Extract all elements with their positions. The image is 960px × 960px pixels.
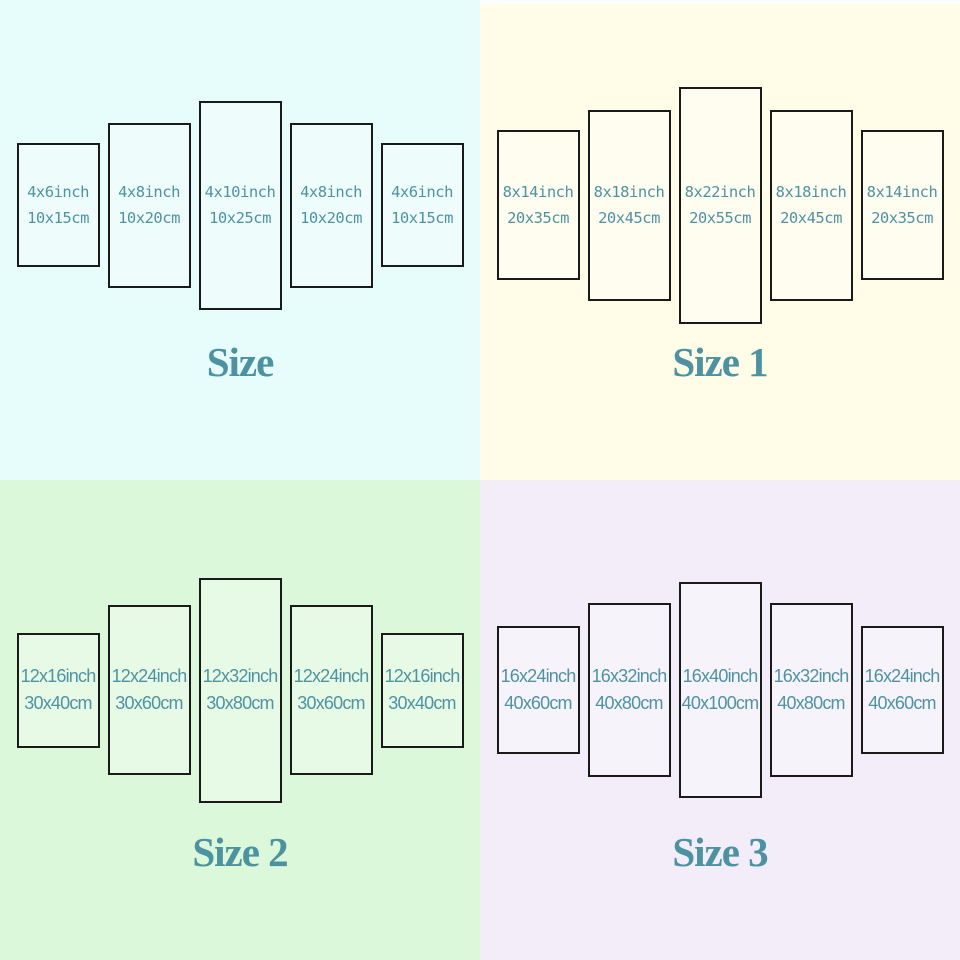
quadrant-size-3: 16x24inch 40x60cm 16x32inch 40x80cm 16x40inc…: [480, 480, 960, 960]
canvas-panel: 8x18inch 20x45cm: [587, 109, 671, 301]
panel-size-inch: 4x6inch: [391, 183, 453, 201]
panel-size-inch: 4x6inch: [27, 183, 89, 201]
panel-size-inch: 16x40inch: [682, 666, 759, 686]
panel-size-cm: 10x15cm: [391, 209, 453, 227]
panel-size-inch: 16x24inch: [500, 666, 577, 686]
canvas-panel: 8x14inch 20x35cm: [496, 130, 580, 280]
panel-size-cm: 20x35cm: [507, 209, 569, 227]
panel-size-inch: 12x24inch: [111, 666, 188, 686]
canvas-panel: 12x16inch 30x40cm: [380, 632, 464, 748]
quadrant-title: Size 2: [192, 829, 288, 875]
panel-size-cm: 40x80cm: [777, 693, 845, 713]
panel-size-inch: 16x32inch: [591, 666, 668, 686]
canvas-panel: 16x24inch 40x60cm: [860, 626, 944, 754]
panel-row: 16x24inch 40x60cm 16x32inch 40x80cm 16x40inc…: [480, 480, 960, 900]
panel-size-inch: 12x16inch: [20, 666, 97, 686]
quadrant-size-1: 8x14inch 20x35cm 8x18inch 20x45cm 8x22inch 20…: [480, 0, 960, 480]
canvas-panel: 4x8inch 10x20cm: [107, 122, 191, 288]
canvas-panel: 16x32inch 40x80cm: [587, 603, 671, 777]
panel-size-cm: 40x80cm: [595, 693, 663, 713]
panel-size-cm: 30x40cm: [388, 693, 456, 713]
panel-size-cm: 40x60cm: [868, 693, 936, 713]
canvas-panel: 16x24inch 40x60cm: [496, 626, 580, 754]
panel-size-cm: 20x45cm: [598, 209, 660, 227]
canvas-panel: 12x16inch 30x40cm: [16, 632, 100, 748]
panel-size-inch: 8x14inch: [866, 183, 938, 201]
canvas-panel: 4x6inch 10x15cm: [16, 143, 100, 267]
panel-size-inch: 16x32inch: [773, 666, 850, 686]
quadrant-title: Size: [206, 339, 275, 385]
panel-size-inch: 12x16inch: [384, 666, 461, 686]
quadrant-size: 4x6inch 10x15cm 4x8inch 10x20cm 4x10inch 10x2…: [0, 0, 480, 480]
panel-size-cm: 10x15cm: [27, 209, 89, 227]
panel-size-cm: 10x20cm: [118, 209, 180, 227]
canvas-panel: 16x40inch 40x100cm: [678, 582, 762, 798]
panel-size-cm: 20x35cm: [871, 209, 933, 227]
quadrant-title: Size 1: [672, 339, 768, 385]
canvas-panel: 4x10inch 10x25cm: [198, 100, 282, 310]
panel-row: 8x14inch 20x35cm 8x18inch 20x45cm 8x22inch 20…: [480, 0, 960, 410]
panel-size-inch: 8x18inch: [593, 183, 665, 201]
panel-size-inch: 4x10inch: [204, 183, 276, 201]
panel-size-cm: 20x45cm: [780, 209, 842, 227]
panel-size-cm: 30x60cm: [115, 693, 183, 713]
canvas-panel: 8x18inch 20x45cm: [769, 109, 853, 301]
panel-size-inch: 12x32inch: [202, 666, 279, 686]
panel-size-inch: 8x22inch: [684, 183, 756, 201]
canvas-panel: 4x6inch 10x15cm: [380, 143, 464, 267]
panel-size-inch: 4x8inch: [118, 183, 180, 201]
panel-size-cm: 10x25cm: [209, 209, 271, 227]
panel-size-cm: 30x80cm: [206, 693, 274, 713]
panel-row: 12x16inch 30x40cm 12x24inch 30x60cm 12x32inc…: [0, 480, 480, 900]
panel-size-cm: 30x60cm: [297, 693, 365, 713]
panel-size-cm: 30x40cm: [24, 693, 92, 713]
quadrant-title: Size 3: [672, 829, 768, 875]
panel-size-cm: 10x20cm: [300, 209, 362, 227]
canvas-panel: 4x8inch 10x20cm: [289, 122, 373, 288]
panel-size-cm: 40x60cm: [504, 693, 572, 713]
panel-size-cm: 20x55cm: [689, 209, 751, 227]
panel-row: 4x6inch 10x15cm 4x8inch 10x20cm 4x10inch 10x2…: [0, 0, 480, 410]
panel-size-inch: 12x24inch: [293, 666, 370, 686]
panel-size-inch: 8x14inch: [502, 183, 574, 201]
panel-size-cm: 40x100cm: [681, 693, 759, 713]
quadrant-size-2: 12x16inch 30x40cm 12x24inch 30x60cm 12x32inc…: [0, 480, 480, 960]
canvas-panel: 8x22inch 20x55cm: [678, 86, 762, 324]
canvas-panel: 12x32inch 30x80cm: [198, 577, 282, 803]
canvas-panel: 12x24inch 30x60cm: [289, 605, 373, 775]
panel-size-inch: 4x8inch: [300, 183, 362, 201]
canvas-panel: 8x14inch 20x35cm: [860, 130, 944, 280]
panel-size-inch: 16x24inch: [864, 666, 941, 686]
canvas-panel: 16x32inch 40x80cm: [769, 603, 853, 777]
panel-size-inch: 8x18inch: [775, 183, 847, 201]
canvas-panel: 12x24inch 30x60cm: [107, 605, 191, 775]
